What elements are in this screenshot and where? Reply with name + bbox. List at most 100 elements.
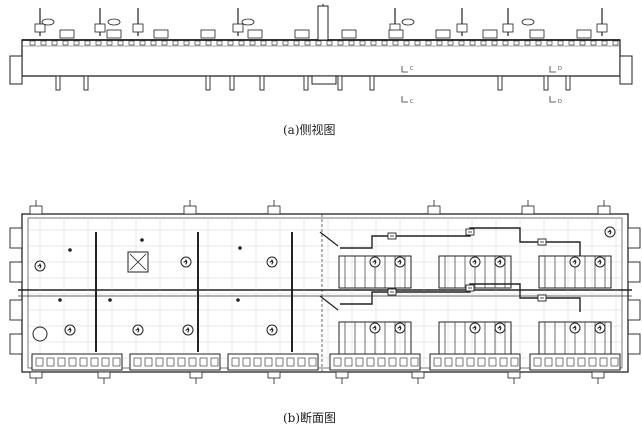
side-roof-rib	[161, 40, 168, 46]
lower-support-foot	[267, 371, 281, 379]
dot-marker	[140, 238, 144, 242]
cabinet-slot	[555, 357, 564, 367]
cabinet-slot	[544, 357, 553, 367]
side-view-support-legs	[55, 75, 571, 91]
cabinet-slot	[610, 357, 619, 367]
upper-support-foot	[183, 205, 197, 215]
side-roof-unit	[200, 29, 216, 39]
side-antenna-dish	[521, 18, 535, 26]
side-roof-unit	[153, 29, 169, 39]
upper-support-foot	[521, 205, 535, 215]
cabinet-slot	[231, 357, 240, 367]
pipe-valve	[465, 228, 475, 236]
side-mast-box	[456, 23, 468, 33]
caption-section-view: (b)断面图	[283, 411, 337, 425]
fan-unit	[132, 324, 144, 336]
pipe-valve	[537, 294, 547, 302]
side-roof-rib	[249, 40, 256, 46]
side-end-box-left	[9, 55, 23, 85]
cabinet-slot	[499, 357, 508, 367]
caption-side-view: (a)侧视图	[283, 123, 336, 137]
side-support-leg	[55, 75, 61, 91]
cabinet-slot	[399, 357, 408, 367]
pipe-pump	[594, 256, 606, 268]
side-view-drawing: C C D D	[9, 4, 633, 105]
cabinet-slot	[46, 357, 55, 367]
side-roof-rib	[73, 40, 80, 46]
cabinet-slot	[566, 357, 575, 367]
cabinet-slot	[286, 357, 295, 367]
cabinet-slot	[264, 357, 273, 367]
side-support-leg	[303, 75, 309, 91]
section-markers: C C D D	[401, 66, 562, 105]
left-equipment-area	[32, 232, 293, 352]
section-outer-frame	[21, 213, 629, 373]
side-roof-rib	[29, 40, 36, 46]
side-roof-rib	[359, 40, 366, 46]
cabinet-slot	[90, 357, 99, 367]
cabinet-slot	[344, 357, 353, 367]
side-roof-rib	[392, 40, 399, 46]
side-support-leg	[259, 75, 265, 91]
side-roof-rib	[95, 40, 102, 46]
cabinet-slot	[144, 357, 153, 367]
side-main-body	[21, 39, 621, 77]
cabinet-slot	[455, 357, 464, 367]
side-roof-rib	[370, 40, 377, 46]
cabinet-rack	[429, 353, 521, 371]
cabinet-slot	[333, 357, 342, 367]
side-antenna-dish	[107, 18, 121, 26]
cabinet-slot	[377, 357, 386, 367]
cabinet-slot	[533, 357, 542, 367]
section-end-box-left	[9, 333, 23, 355]
section-mark-d-bottom: D	[558, 99, 562, 105]
cabinet-slot	[155, 357, 164, 367]
cabinet-slot	[510, 357, 519, 367]
fan-unit	[180, 256, 192, 268]
cabinet-rack	[31, 353, 123, 371]
cabinet-rack	[529, 353, 621, 371]
fan-unit	[64, 324, 76, 336]
side-roof-rib	[128, 40, 135, 46]
side-mast-box	[94, 23, 106, 33]
section-view-supports	[29, 200, 611, 384]
upper-support-foot	[267, 205, 281, 215]
cabinet-slot	[297, 357, 306, 367]
side-roof-unit	[106, 29, 122, 39]
cabinet-slot	[79, 357, 88, 367]
side-roof-rib	[260, 40, 267, 46]
lower-support-foot	[411, 371, 425, 379]
side-support-leg	[369, 75, 375, 91]
cabinet-slot	[253, 357, 262, 367]
side-mast-box	[596, 23, 608, 33]
side-roof-rib	[205, 40, 212, 46]
pipe-pump	[569, 256, 581, 268]
cabinet-slot	[488, 357, 497, 367]
side-roof-rib	[150, 40, 157, 46]
side-roof-rib	[40, 40, 47, 46]
main-pipe-upper	[340, 227, 581, 256]
side-roof-rib	[568, 40, 575, 46]
section-end-box-left	[9, 261, 23, 283]
side-roof-rib	[117, 40, 124, 46]
dot-marker	[236, 298, 240, 302]
cabinet-slot	[112, 357, 121, 367]
pipe-pump	[369, 256, 381, 268]
side-roof-rib	[337, 40, 344, 46]
side-mast-box	[232, 23, 244, 33]
fan-unit	[34, 260, 46, 272]
pipe-valve	[387, 232, 397, 240]
cabinet-slot	[599, 357, 608, 367]
pipe-pump	[494, 322, 506, 334]
side-support-leg	[497, 75, 503, 91]
pipe-pump	[469, 322, 481, 334]
pipe-pump	[369, 322, 381, 334]
section-end-box-right	[627, 227, 641, 249]
side-roof-rib	[425, 40, 432, 46]
section-view-drawing	[9, 200, 641, 384]
dot-marker	[68, 248, 72, 252]
square-unit-cross	[129, 253, 147, 271]
side-roof-rib	[546, 40, 553, 46]
lower-support-foot	[507, 371, 521, 379]
